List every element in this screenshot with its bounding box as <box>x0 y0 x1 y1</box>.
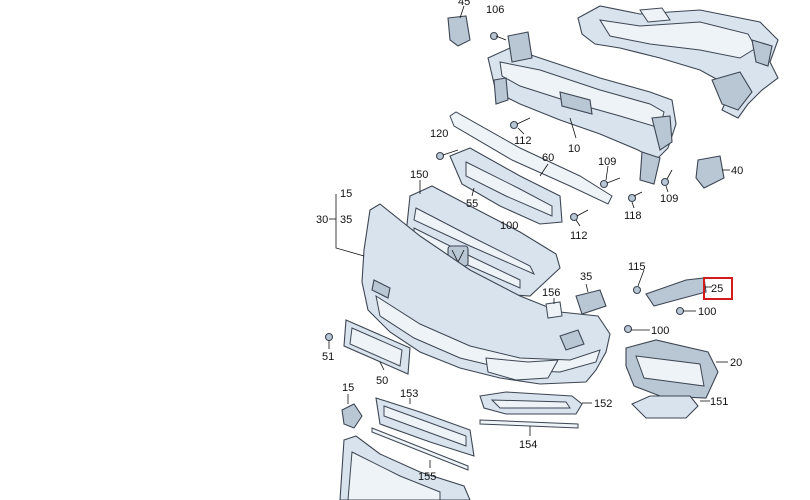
callout-45: 45 <box>458 0 470 8</box>
callout-154: 154 <box>519 439 537 451</box>
cover-cap-part-151[interactable] <box>631 395 699 419</box>
callout-55: 55 <box>466 198 478 210</box>
bumper-reinforcement-bar[interactable] <box>487 31 677 185</box>
callout-30: 30 <box>316 214 328 226</box>
license-plate-bracket[interactable] <box>343 319 411 375</box>
callout-155: 155 <box>418 471 436 483</box>
callout-25: 25 <box>711 283 723 295</box>
callout-100-center: 100 <box>651 325 669 337</box>
callout-100-grille: 100 <box>500 220 518 232</box>
callout-150: 150 <box>410 169 428 181</box>
bolt-part-112-lower[interactable] <box>569 209 589 222</box>
bolt-part-100-right[interactable] <box>675 306 697 316</box>
mounting-bracket-part-25[interactable] <box>645 277 707 307</box>
callout-112-lower: 112 <box>570 230 588 242</box>
lower-spoiler[interactable] <box>339 435 471 500</box>
callout-109-right: 109 <box>660 193 678 205</box>
bracket-part-40[interactable] <box>695 155 725 189</box>
grille-insert-lower[interactable] <box>449 147 563 225</box>
callout-156: 156 <box>542 287 560 299</box>
bumper-cover[interactable] <box>361 203 611 385</box>
callout-15-top: 15 <box>340 188 352 200</box>
callout-152: 152 <box>594 398 612 410</box>
callout-109-left: 109 <box>598 156 616 168</box>
cap-part-156[interactable] <box>545 301 563 319</box>
lower-trim-strip[interactable] <box>371 427 469 471</box>
clip-part-115[interactable] <box>632 285 642 295</box>
bolt-part-109-left[interactable] <box>599 177 621 189</box>
fog-light-trim[interactable] <box>479 391 583 415</box>
callout-40: 40 <box>731 165 743 177</box>
bolt-part-100-center[interactable] <box>623 324 651 334</box>
callout-35-left: 35 <box>340 214 352 226</box>
bracket-part-35[interactable] <box>575 289 607 315</box>
radiator-grille[interactable] <box>405 185 561 297</box>
cap-part-15[interactable] <box>341 403 363 429</box>
lower-grille[interactable] <box>375 397 475 457</box>
bracket-part-20[interactable] <box>625 339 719 399</box>
highlight-box-25 <box>703 277 733 300</box>
radiator-support-frame[interactable] <box>577 5 779 119</box>
callout-153: 153 <box>400 388 418 400</box>
trim-strip-part-154[interactable] <box>479 419 579 429</box>
callout-112-upper: 112 <box>514 135 532 147</box>
callout-100-right: 100 <box>698 306 716 318</box>
callout-60: 60 <box>542 152 554 164</box>
callout-151: 151 <box>710 396 728 408</box>
upper-trim-strip[interactable] <box>449 111 613 205</box>
clip-part-118[interactable] <box>627 191 643 203</box>
callout-10: 10 <box>568 143 580 155</box>
clip-part-51[interactable] <box>324 332 334 350</box>
callout-20: 20 <box>730 357 742 369</box>
callout-50: 50 <box>376 375 388 387</box>
bracket-part-45[interactable] <box>447 15 471 47</box>
callout-51: 51 <box>322 351 334 363</box>
callout-115: 115 <box>628 261 646 273</box>
callout-35-right: 35 <box>580 271 592 283</box>
bolt-part-106[interactable] <box>489 31 507 41</box>
callout-118: 118 <box>624 210 642 222</box>
callout-106: 106 <box>486 4 504 16</box>
bolt-part-120[interactable] <box>435 149 459 161</box>
bolt-part-112-upper[interactable] <box>509 117 531 130</box>
leader-lines <box>329 5 730 468</box>
callout-labels: 45 106 10 112 120 60 109 109 40 15 30 35… <box>316 0 743 483</box>
callout-120: 120 <box>430 128 448 140</box>
bolt-part-109-right[interactable] <box>660 169 673 187</box>
callout-15-lower: 15 <box>342 382 354 394</box>
